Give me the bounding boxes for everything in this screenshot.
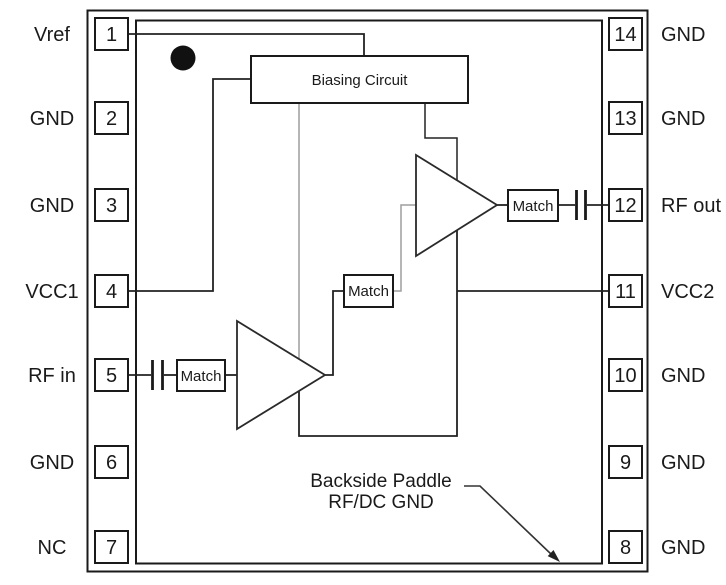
pin-5-box <box>94 358 129 392</box>
pin-2-number: 2 <box>106 108 117 130</box>
pin-12: 12 RF out <box>608 188 721 222</box>
paddle-arrow-line <box>464 485 553 556</box>
output-capacitor-icon <box>575 190 587 220</box>
biasing-circuit-box <box>250 55 469 104</box>
pin-3: 3 GND <box>30 188 129 222</box>
wire-vcc1 <box>128 78 251 292</box>
pin-9: 9 GND <box>608 445 705 479</box>
match-block-output: Match <box>507 189 559 222</box>
wires <box>128 33 609 437</box>
pin-6-label: GND <box>30 452 74 474</box>
backside-paddle-annotation: Backside Paddle RF/DC GND <box>310 471 560 562</box>
match-input-label: Match <box>181 368 222 385</box>
pin-8-label: GND <box>661 537 705 559</box>
match-input-box <box>176 359 226 392</box>
pin-13-label: GND <box>661 108 705 130</box>
paddle-annotation-line2: RF/DC GND <box>328 492 434 513</box>
pin-3-label: GND <box>30 195 74 217</box>
package-outline <box>86 9 649 573</box>
pin-14: 14 GND <box>608 17 705 51</box>
pin-9-number: 9 <box>620 452 631 474</box>
match-output-box <box>507 189 559 222</box>
pin-8-box <box>608 530 643 564</box>
pin-3-box <box>94 188 129 222</box>
pin-9-box <box>608 445 643 479</box>
wire-amp1-to-match-mid <box>325 290 344 376</box>
pin-7-box <box>94 530 129 564</box>
match-interstage-box <box>343 274 394 308</box>
pin-14-number: 14 <box>614 24 636 46</box>
match-output-label: Match <box>513 198 554 215</box>
pin-12-number: 12 <box>614 195 636 217</box>
wire-output-rail <box>298 230 458 437</box>
amp2-triangle <box>415 153 499 258</box>
match-block-interstage: Match <box>343 274 394 308</box>
pin1-indicator-dot <box>170 45 196 71</box>
wire-match-mid-to-amp2 <box>393 204 416 292</box>
pin-2-label: GND <box>30 108 74 130</box>
pin-5-label: RF in <box>28 365 76 387</box>
pin-4-label: VCC1 <box>25 281 78 303</box>
pin-14-box <box>608 17 643 51</box>
wire-bias-drop-amp2 <box>424 103 458 180</box>
pin-6-box <box>94 445 129 479</box>
pin-12-box <box>608 188 643 222</box>
pin-9-label: GND <box>661 452 705 474</box>
pin-11-box <box>608 274 643 308</box>
biasing-circuit-label: Biasing Circuit <box>312 72 409 89</box>
pin-11-number: 11 <box>615 281 636 303</box>
pin-11: 11 VCC2 <box>608 274 714 308</box>
amp1-triangle <box>236 319 327 431</box>
input-capacitor-icon <box>151 360 164 390</box>
pin-2: 2 GND <box>30 101 129 135</box>
pin-1: 1 Vref <box>34 17 129 51</box>
biasing-circuit-block: Biasing Circuit <box>250 55 469 104</box>
pin-1-box <box>94 17 129 51</box>
pin-4: 4 VCC1 <box>25 274 129 308</box>
pin-6-number: 6 <box>106 452 117 474</box>
pin-1-label: Vref <box>34 24 70 46</box>
pin-2-box <box>94 101 129 135</box>
pin-10: 10 GND <box>608 358 705 392</box>
pin-5: 5 RF in <box>28 358 129 392</box>
pin-1-number: 1 <box>106 24 117 46</box>
match-interstage-label: Match <box>348 283 389 300</box>
pin-4-number: 4 <box>106 281 117 303</box>
paddle-annotation-line1: Backside Paddle <box>310 471 452 492</box>
die-outline <box>135 19 603 565</box>
wire-vref <box>128 33 365 56</box>
pin-5-number: 5 <box>106 365 117 387</box>
pin-4-box <box>94 274 129 308</box>
pin-7: 7 NC <box>38 530 129 564</box>
paddle-arrowhead-icon <box>547 550 560 562</box>
pin-10-number: 10 <box>614 365 636 387</box>
pin-10-box <box>608 358 643 392</box>
pin-7-label: NC <box>38 537 67 559</box>
pin-8: 8 GND <box>608 530 705 564</box>
pin-12-label: RF out <box>661 195 721 217</box>
pin-14-label: GND <box>661 24 705 46</box>
pin-13-number: 13 <box>614 108 636 130</box>
pin-8-number: 8 <box>620 537 631 559</box>
pin-10-label: GND <box>661 365 705 387</box>
pin-13-box <box>608 101 643 135</box>
match-block-input: Match <box>176 359 226 392</box>
pin-3-number: 3 <box>106 195 117 217</box>
pin-13: 13 GND <box>608 101 705 135</box>
pin-6: 6 GND <box>30 445 129 479</box>
pin-7-number: 7 <box>106 537 117 559</box>
pin-11-label: VCC2 <box>661 281 714 303</box>
